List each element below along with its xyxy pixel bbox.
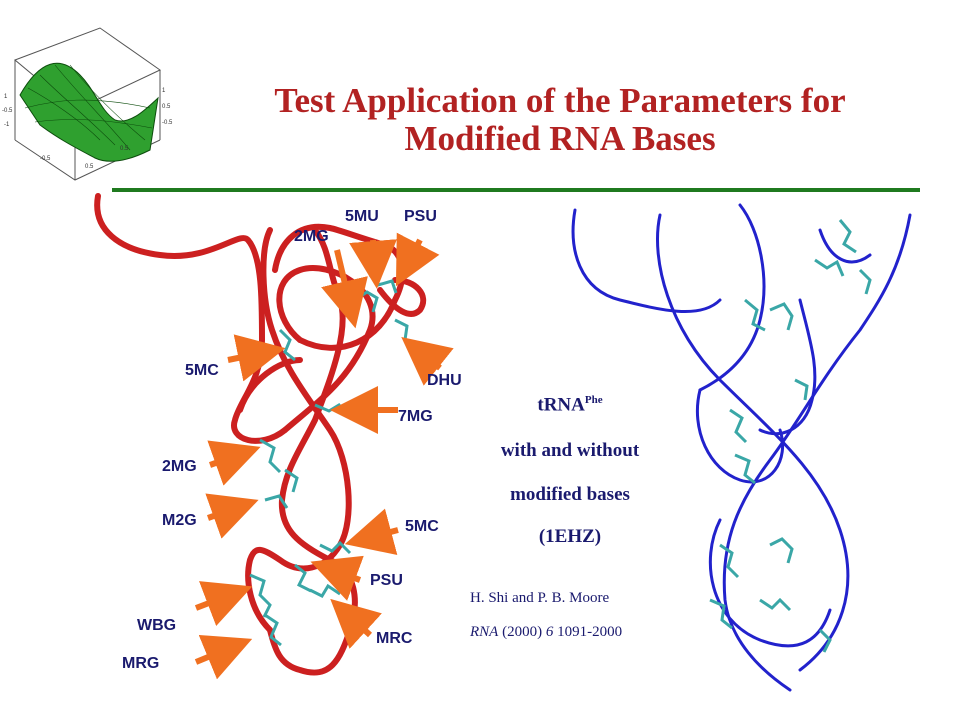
label-2mg-left: 2MG [162, 458, 197, 475]
reference-authors: H. Shi and P. B. Moore [470, 590, 610, 606]
caption-line-3: modified bases [510, 484, 630, 505]
title-divider [112, 188, 920, 192]
caption-trna: tRNAPhe [480, 394, 660, 416]
arrow-2mg-left [207, 440, 261, 486]
svg-text:0.5: 0.5 [162, 104, 171, 110]
arrow-2mg-top [321, 249, 368, 329]
svg-text:-0.5: -0.5 [2, 108, 13, 114]
label-m2g: M2G [162, 512, 197, 529]
caption-trna-superscript: Phe [584, 394, 603, 406]
arrow-5mc-left [227, 334, 286, 382]
label-wbg: WBG [137, 617, 177, 634]
label-psu-top: PSU [404, 208, 437, 225]
label-7mg: 7MG [398, 408, 433, 425]
svg-text:-0.5: -0.5 [40, 156, 51, 162]
label-5mu: 5MU [345, 208, 379, 225]
title-line-1: Test Application of the Parameters for [274, 81, 846, 120]
arrow-wbg [194, 581, 253, 626]
caption-trna-text: tRNA [537, 394, 585, 416]
reference-citation: RNA (2000) 6 1091-2000 [470, 624, 622, 641]
caption-line-2: with and without [500, 440, 640, 461]
svg-text:0.5: 0.5 [85, 164, 94, 170]
label-psu-bottom: PSU [370, 572, 403, 589]
label-5mc-right: 5MC [405, 518, 439, 535]
svg-text:-1: -1 [4, 122, 10, 128]
label-mrc: MRC [376, 630, 413, 647]
arrow-5mc-right [344, 508, 399, 556]
label-mrg: MRG [122, 655, 160, 672]
arrow-dhu [401, 337, 454, 386]
reference-journal: RNA [470, 624, 499, 640]
svg-text:-0.5: -0.5 [162, 120, 173, 126]
arrow-psu-bottom [310, 555, 364, 601]
page-title: Test Application of the Parameters for M… [200, 82, 920, 158]
svg-text:1: 1 [162, 88, 166, 94]
arrow-mrc [330, 598, 382, 649]
title-line-2: Modified RNA Bases [404, 119, 716, 158]
arrow-5mu [349, 239, 398, 289]
arrow-mrg [194, 634, 253, 680]
svg-text:0.5: 0.5 [120, 146, 129, 152]
caption-line-4: (1EHZ) [538, 526, 602, 547]
reference-year: (2000) [502, 624, 543, 640]
reference-volume: 6 [545, 624, 554, 640]
arrow-psu-top [395, 232, 440, 287]
label-5mc-left: 5MC [185, 362, 219, 379]
label-dhu: DHU [427, 372, 462, 389]
svg-text:1: 1 [4, 94, 8, 100]
reference-pages: 1091-2000 [557, 624, 623, 640]
arrow-m2g [205, 493, 259, 539]
label-2mg-top: 2MG [294, 228, 329, 245]
